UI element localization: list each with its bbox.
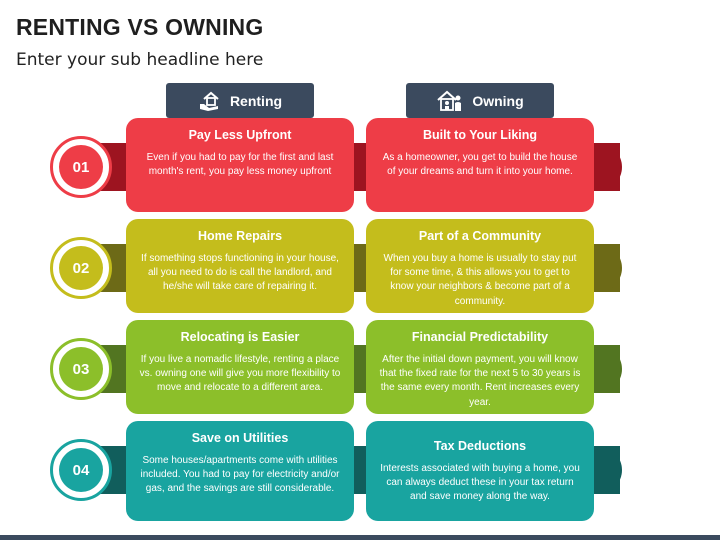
card-financial-predictability: Financial Predictability After the initi… bbox=[366, 320, 594, 414]
row-1-number-badge: 01 bbox=[50, 136, 112, 198]
card-title: Tax Deductions bbox=[433, 439, 527, 453]
owning-header-label: Owning bbox=[472, 92, 524, 109]
hand-house-icon bbox=[198, 90, 222, 112]
card-title: Home Repairs bbox=[197, 229, 283, 243]
renting-header-label: Renting bbox=[229, 92, 283, 109]
row-2-number: 02 bbox=[59, 246, 103, 290]
card-title: Built to Your Liking bbox=[422, 128, 538, 142]
card-title: Financial Predictability bbox=[411, 330, 549, 344]
card-part-of-a-community: Part of a Community When you buy a home … bbox=[366, 219, 594, 313]
card-built-to-your-liking: Built to Your Liking As a homeowner, you… bbox=[366, 118, 594, 212]
card-title: Relocating is Easier bbox=[180, 330, 300, 344]
card-body: After the initial down payment, you will… bbox=[379, 354, 581, 408]
renting-header: Renting bbox=[166, 83, 314, 118]
row-3-number: 03 bbox=[59, 347, 103, 391]
card-body: As a homeowner, you get to build the hou… bbox=[382, 152, 578, 178]
card-body: If something stops functioning in your h… bbox=[141, 253, 339, 293]
card-relocating-is-easier: Relocating is Easier If you live a nomad… bbox=[126, 320, 354, 414]
card-pay-less-upfront: Pay Less Upfront Even if you had to pay … bbox=[126, 118, 354, 212]
card-home-repairs: Home Repairs If something stops function… bbox=[126, 219, 354, 313]
row-4-number-badge: 04 bbox=[50, 439, 112, 501]
card-save-on-utilities: Save on Utilities Some houses/apartments… bbox=[126, 421, 354, 521]
card-body: Interests associated with buying a home,… bbox=[380, 463, 580, 503]
row-1-number: 01 bbox=[59, 145, 103, 189]
card-title: Save on Utilities bbox=[191, 431, 289, 445]
card-tax-deductions: Tax Deductions Interests associated with… bbox=[366, 421, 594, 521]
row-3-number-badge: 03 bbox=[50, 338, 112, 400]
bottom-bar bbox=[0, 535, 720, 540]
family-house-icon bbox=[436, 90, 464, 112]
card-title: Part of a Community bbox=[418, 229, 542, 243]
card-body: Even if you had to pay for the first and… bbox=[146, 152, 334, 178]
card-body: Some houses/apartments come with utiliti… bbox=[140, 455, 340, 495]
row-2-number-badge: 02 bbox=[50, 237, 112, 299]
owning-header: Owning bbox=[406, 83, 554, 118]
row-4-number: 04 bbox=[59, 448, 103, 492]
card-body: If you live a nomadic lifestyle, renting… bbox=[139, 354, 341, 394]
page-subtitle: Enter your sub headline here bbox=[16, 50, 264, 70]
card-body: When you buy a home is usually to stay p… bbox=[383, 253, 577, 307]
card-title: Pay Less Upfront bbox=[188, 128, 292, 142]
page-title: RENTING VS OWNING bbox=[16, 14, 264, 40]
